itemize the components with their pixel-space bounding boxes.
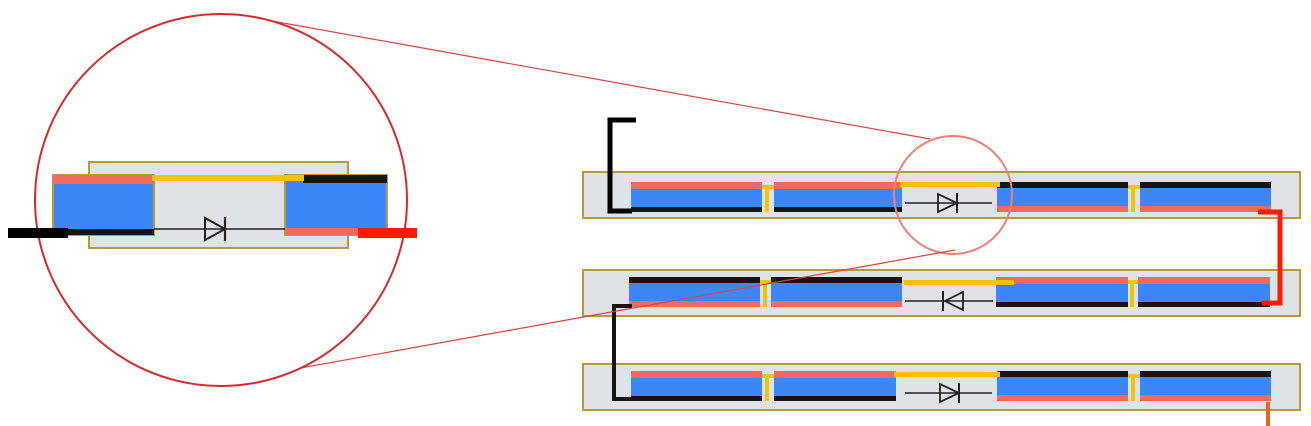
zoomed-diode-detail	[8, 161, 417, 249]
zoom-cell-left-bottom-contact	[53, 229, 154, 235]
magnifier-connector-top	[232, 13, 931, 140]
wire-row1-row2-link	[1258, 209, 1283, 306]
interconnect-r2-a-v	[763, 280, 767, 307]
cell-r2-c4-bottom-contact	[1138, 302, 1270, 307]
cell-r1-c2-top-contact	[774, 182, 902, 189]
interconnect-r1-c-v	[1131, 185, 1135, 212]
cell-r3-c4-top-contact	[1140, 371, 1271, 377]
interconnect-r1-a-v	[765, 185, 769, 212]
diode-symbol-r3	[939, 382, 962, 404]
magnifier-connector-bottom	[244, 249, 956, 379]
diode-symbol-r1	[937, 192, 960, 214]
zoom-interconnect	[152, 175, 304, 181]
zoom-cell-right-top-contact	[303, 175, 387, 183]
cell-r2-c3-top-contact	[996, 277, 1128, 284]
cell-r2-c2-top-contact	[771, 277, 902, 283]
wire-row2-row3-link	[612, 304, 634, 401]
cell-r1-c1-top-contact	[631, 182, 762, 189]
zoom-cell-right-bottom-contact	[285, 228, 375, 235]
cell-r3-c3-top-contact	[997, 371, 1128, 377]
cell-r3-c2-bottom-contact	[774, 396, 896, 401]
interconnect-r3-a-v	[765, 374, 769, 401]
cell-r1-c4-top-contact	[1140, 182, 1271, 188]
row-1-cells	[631, 182, 1271, 214]
cell-r2-c2-bottom-contact	[771, 301, 902, 307]
cell-r3-c4-bottom-contact	[1140, 395, 1271, 401]
cell-r3-c1-bottom-contact	[631, 396, 762, 401]
zoom-diode-symbol	[204, 216, 228, 242]
interconnect-r2-b	[904, 280, 1014, 285]
diode-symbol-r2	[942, 290, 964, 312]
cell-r3-c1-top-contact	[631, 371, 762, 378]
cell-r1-c2-bottom-contact	[774, 207, 902, 212]
zoom-cell-right	[284, 174, 388, 236]
row-2-cells	[629, 277, 1270, 312]
cell-r1-c3-bottom-contact	[997, 206, 1128, 212]
interconnect-r3-b	[894, 372, 1000, 377]
cell-r3-c3-bottom-contact	[997, 395, 1128, 401]
interconnect-r1-b	[900, 182, 1000, 187]
cell-r3-c2-top-contact	[774, 371, 896, 378]
cell-r2-c4-top-contact	[1138, 277, 1270, 284]
cell-r2-c1-bottom-contact	[629, 301, 760, 307]
wire-input-lead	[607, 117, 636, 214]
interconnect-r3-c-v	[1131, 374, 1135, 401]
cell-r1-c3-top-contact	[997, 182, 1128, 188]
cell-r2-c1-top-contact	[629, 277, 760, 283]
zoom-cell-left-top-contact	[53, 175, 154, 184]
cell-r1-c1-bottom-contact	[631, 207, 762, 212]
row-3-cells	[631, 371, 1271, 404]
zoom-cell-left	[52, 174, 155, 236]
cell-r1-c4-bottom-contact	[1140, 206, 1271, 212]
interconnect-r2-c-v	[1130, 280, 1134, 307]
magnifier-target-ring	[893, 135, 1013, 255]
cell-r2-c3-bottom-contact	[996, 302, 1128, 307]
